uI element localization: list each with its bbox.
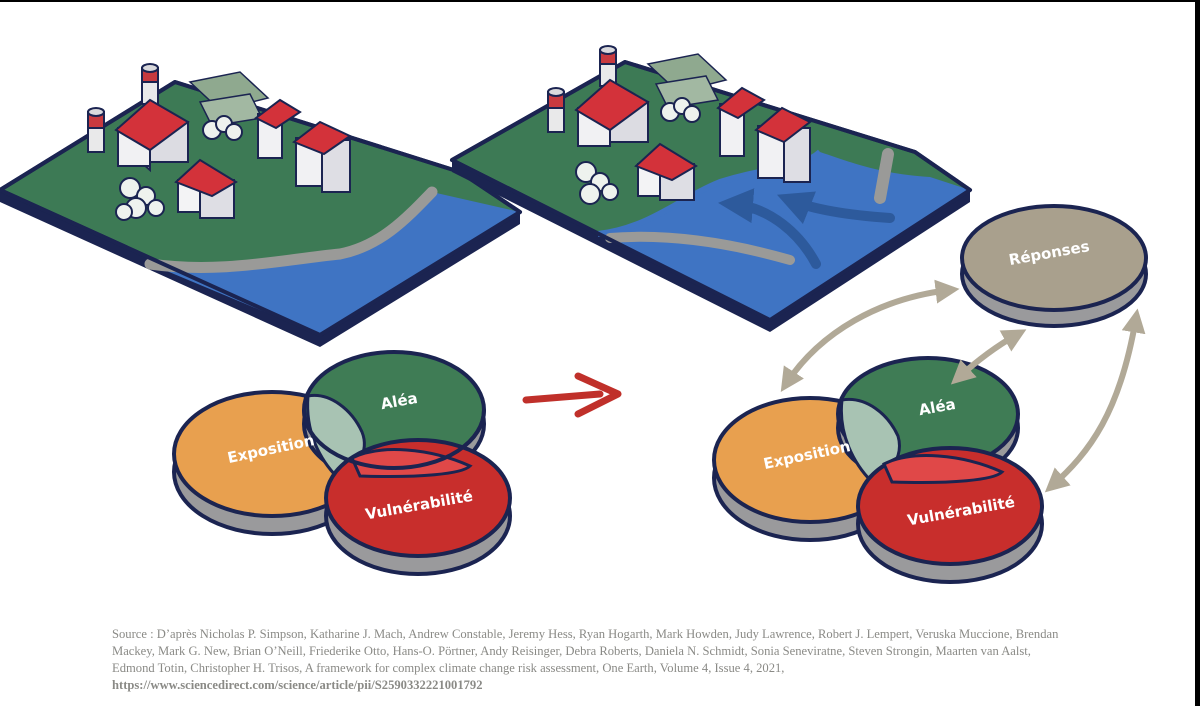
landscape-after [452, 46, 970, 332]
source-text: Source : D’après Nicholas P. Simpson, Ka… [112, 627, 1058, 675]
source-citation: Source : D’après Nicholas P. Simpson, Ka… [112, 626, 1072, 694]
feedback-arrow [1052, 318, 1136, 486]
source-link[interactable]: https://www.sciencedirect.com/science/ar… [112, 678, 483, 692]
venn-before: Exposition Aléa Vulnérabilité [174, 352, 510, 574]
transition-arrow [526, 376, 618, 414]
landscape-before [0, 64, 520, 347]
